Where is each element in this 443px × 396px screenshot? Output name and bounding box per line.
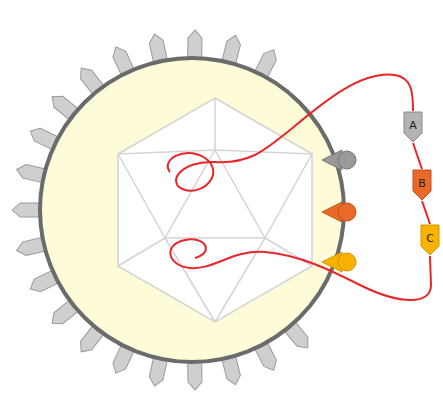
gene-label: C <box>426 233 434 244</box>
gene-segment: B <box>412 169 432 201</box>
rna-strand <box>168 75 431 300</box>
spike-protein <box>188 30 202 58</box>
viral-envelope <box>40 58 344 362</box>
spike-protein <box>188 362 202 390</box>
capsid <box>118 98 312 322</box>
spike-protein <box>15 237 45 257</box>
spike-protein <box>148 32 168 62</box>
surface-proteins <box>322 150 356 272</box>
spike-protein <box>148 357 168 387</box>
gene-segment: A <box>403 111 423 143</box>
gene-label: B <box>418 178 426 189</box>
gene-label: A <box>409 120 417 131</box>
gene-segment: C <box>420 224 440 256</box>
rna-strand-segment <box>413 143 422 169</box>
rna-strand-segment <box>422 201 430 224</box>
spike-protein <box>15 163 45 183</box>
spike-protein <box>12 203 40 217</box>
